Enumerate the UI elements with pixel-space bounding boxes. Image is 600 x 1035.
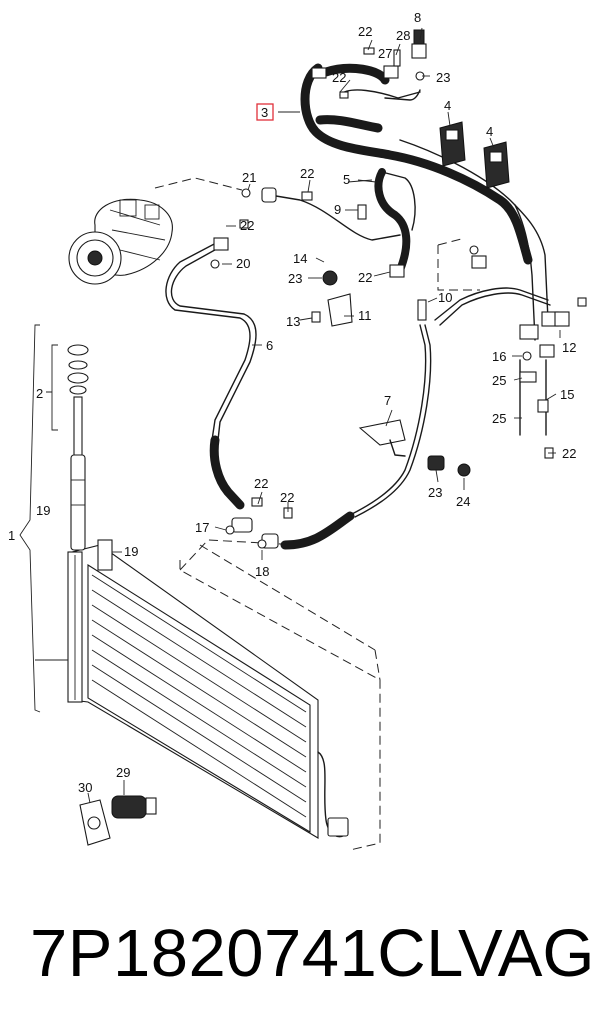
receiver-drier [67,344,113,571]
callout-30: 30 [78,780,92,795]
callout-1: 1 [8,528,15,543]
callout-22: 22 [562,446,576,461]
pressure-switch-8 [411,29,427,59]
callout-21: 21 [242,170,256,185]
callout-3-highlight-box [256,103,274,121]
callout-28: 28 [396,28,410,43]
callout-8: 8 [414,10,421,25]
callout-9: 9 [334,202,341,217]
callout-23: 23 [436,70,450,85]
callout-19: 19 [36,503,50,518]
callout-10: 10 [438,290,452,305]
bracket-4a [439,121,466,167]
callout-11: 11 [358,308,372,323]
callout-5: 5 [343,172,350,187]
bracket-11 [327,293,353,327]
callout-25: 25 [492,373,506,388]
bracket-4b [483,141,510,189]
callout-4: 4 [444,98,451,113]
callout-16: 16 [492,349,506,364]
callout-20: 20 [236,256,250,271]
compressor [68,198,173,285]
callout-7: 7 [384,393,391,408]
callout-22: 22 [332,70,346,85]
callout-14: 14 [293,251,307,266]
ac-system-parts-diagram: 22 8 28 27 22 23 3 4 4 5 21 22 9 22 20 1… [8,10,587,851]
callout-4: 4 [486,124,493,139]
callout-22: 22 [280,490,294,505]
callout-22: 22 [358,270,372,285]
callout-3: 3 [261,105,268,120]
callout-2: 2 [36,386,43,401]
leader-lines [87,27,561,804]
callout-13: 13 [286,314,300,329]
callout-29: 29 [116,765,130,780]
callout-23: 23 [428,485,442,500]
callout-17: 17 [195,520,209,535]
callout-24: 24 [456,494,470,509]
callout-15: 15 [560,387,574,402]
callout-6: 6 [266,338,273,353]
callout-12: 12 [562,340,576,355]
connectors [210,47,587,549]
clip-23 [322,270,471,477]
callout-22: 22 [240,218,254,233]
bracket-7 [358,419,406,457]
part-number: 7P1820741CL [30,916,464,991]
callout-27: 27 [378,46,392,61]
callout-22: 22 [300,166,314,181]
callout-labels: 22 8 28 27 22 23 3 4 4 5 21 22 9 22 20 1… [8,10,576,795]
callout-22: 22 [358,24,372,39]
valve-29 [111,795,157,819]
callout-18: 18 [255,564,269,579]
brand-label: VAG [458,916,595,991]
gasket-30 [79,799,111,846]
hose-3 [300,63,533,265]
callout-22: 22 [254,476,268,491]
callout-25: 25 [492,411,506,426]
condenser [67,544,349,839]
callout-19: 19 [124,544,138,559]
callout-23: 23 [288,271,302,286]
